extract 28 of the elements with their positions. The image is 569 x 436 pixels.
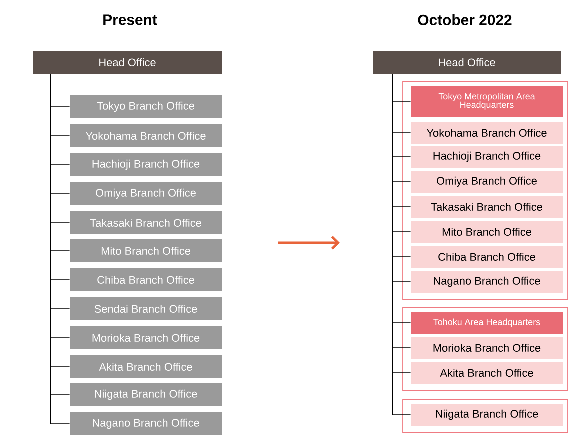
branch-office-box: Omiya Branch Office	[411, 171, 563, 193]
branch-office-box: Hachioji Branch Office	[411, 146, 563, 168]
branch-office-box: Takasaki Branch Office	[70, 212, 222, 234]
column-heading: Present	[104, 14, 158, 26]
branch-office-box: Takasaki Branch Office	[411, 196, 563, 218]
branch-office-box: Nagano Branch Office	[411, 271, 563, 293]
branch-office-box: Mito Branch Office	[411, 221, 563, 243]
branch-office-box: Mito Branch Office	[70, 240, 222, 262]
branch-office-box: Morioka Branch Office	[411, 337, 563, 359]
branch-office-box: Omiya Branch Office	[70, 182, 222, 206]
branch-office-box: Niigata Branch Office	[411, 404, 563, 426]
head-office-box: Head Office	[373, 51, 561, 74]
headquarters-box: Tokyo Metropolitan Area Headquarters	[411, 86, 563, 117]
branch-office-box: Nagano Branch Office	[70, 412, 222, 436]
branch-office-box: Sendai Branch Office	[70, 298, 222, 320]
branch-office-box: Niigata Branch Office	[70, 384, 222, 406]
branch-office-box: Yokohama Branch Office	[70, 124, 222, 148]
headquarters-box: Tohoku Area Headquarters	[411, 312, 563, 334]
head-office-box: Head Office	[33, 51, 222, 74]
branch-office-box: Yokohama Branch Office	[411, 122, 563, 144]
branch-office-box: Akita Branch Office	[70, 356, 222, 378]
branch-office-box: Morioka Branch Office	[70, 326, 222, 350]
column-heading: October 2022	[418, 14, 512, 26]
branch-office-box: Tokyo Branch Office	[70, 96, 222, 118]
branch-office-box: Akita Branch Office	[411, 362, 563, 384]
branch-office-box: Hachioji Branch Office	[70, 154, 222, 176]
branch-office-box: Chiba Branch Office	[411, 246, 563, 268]
branch-office-box: Chiba Branch Office	[70, 268, 222, 292]
